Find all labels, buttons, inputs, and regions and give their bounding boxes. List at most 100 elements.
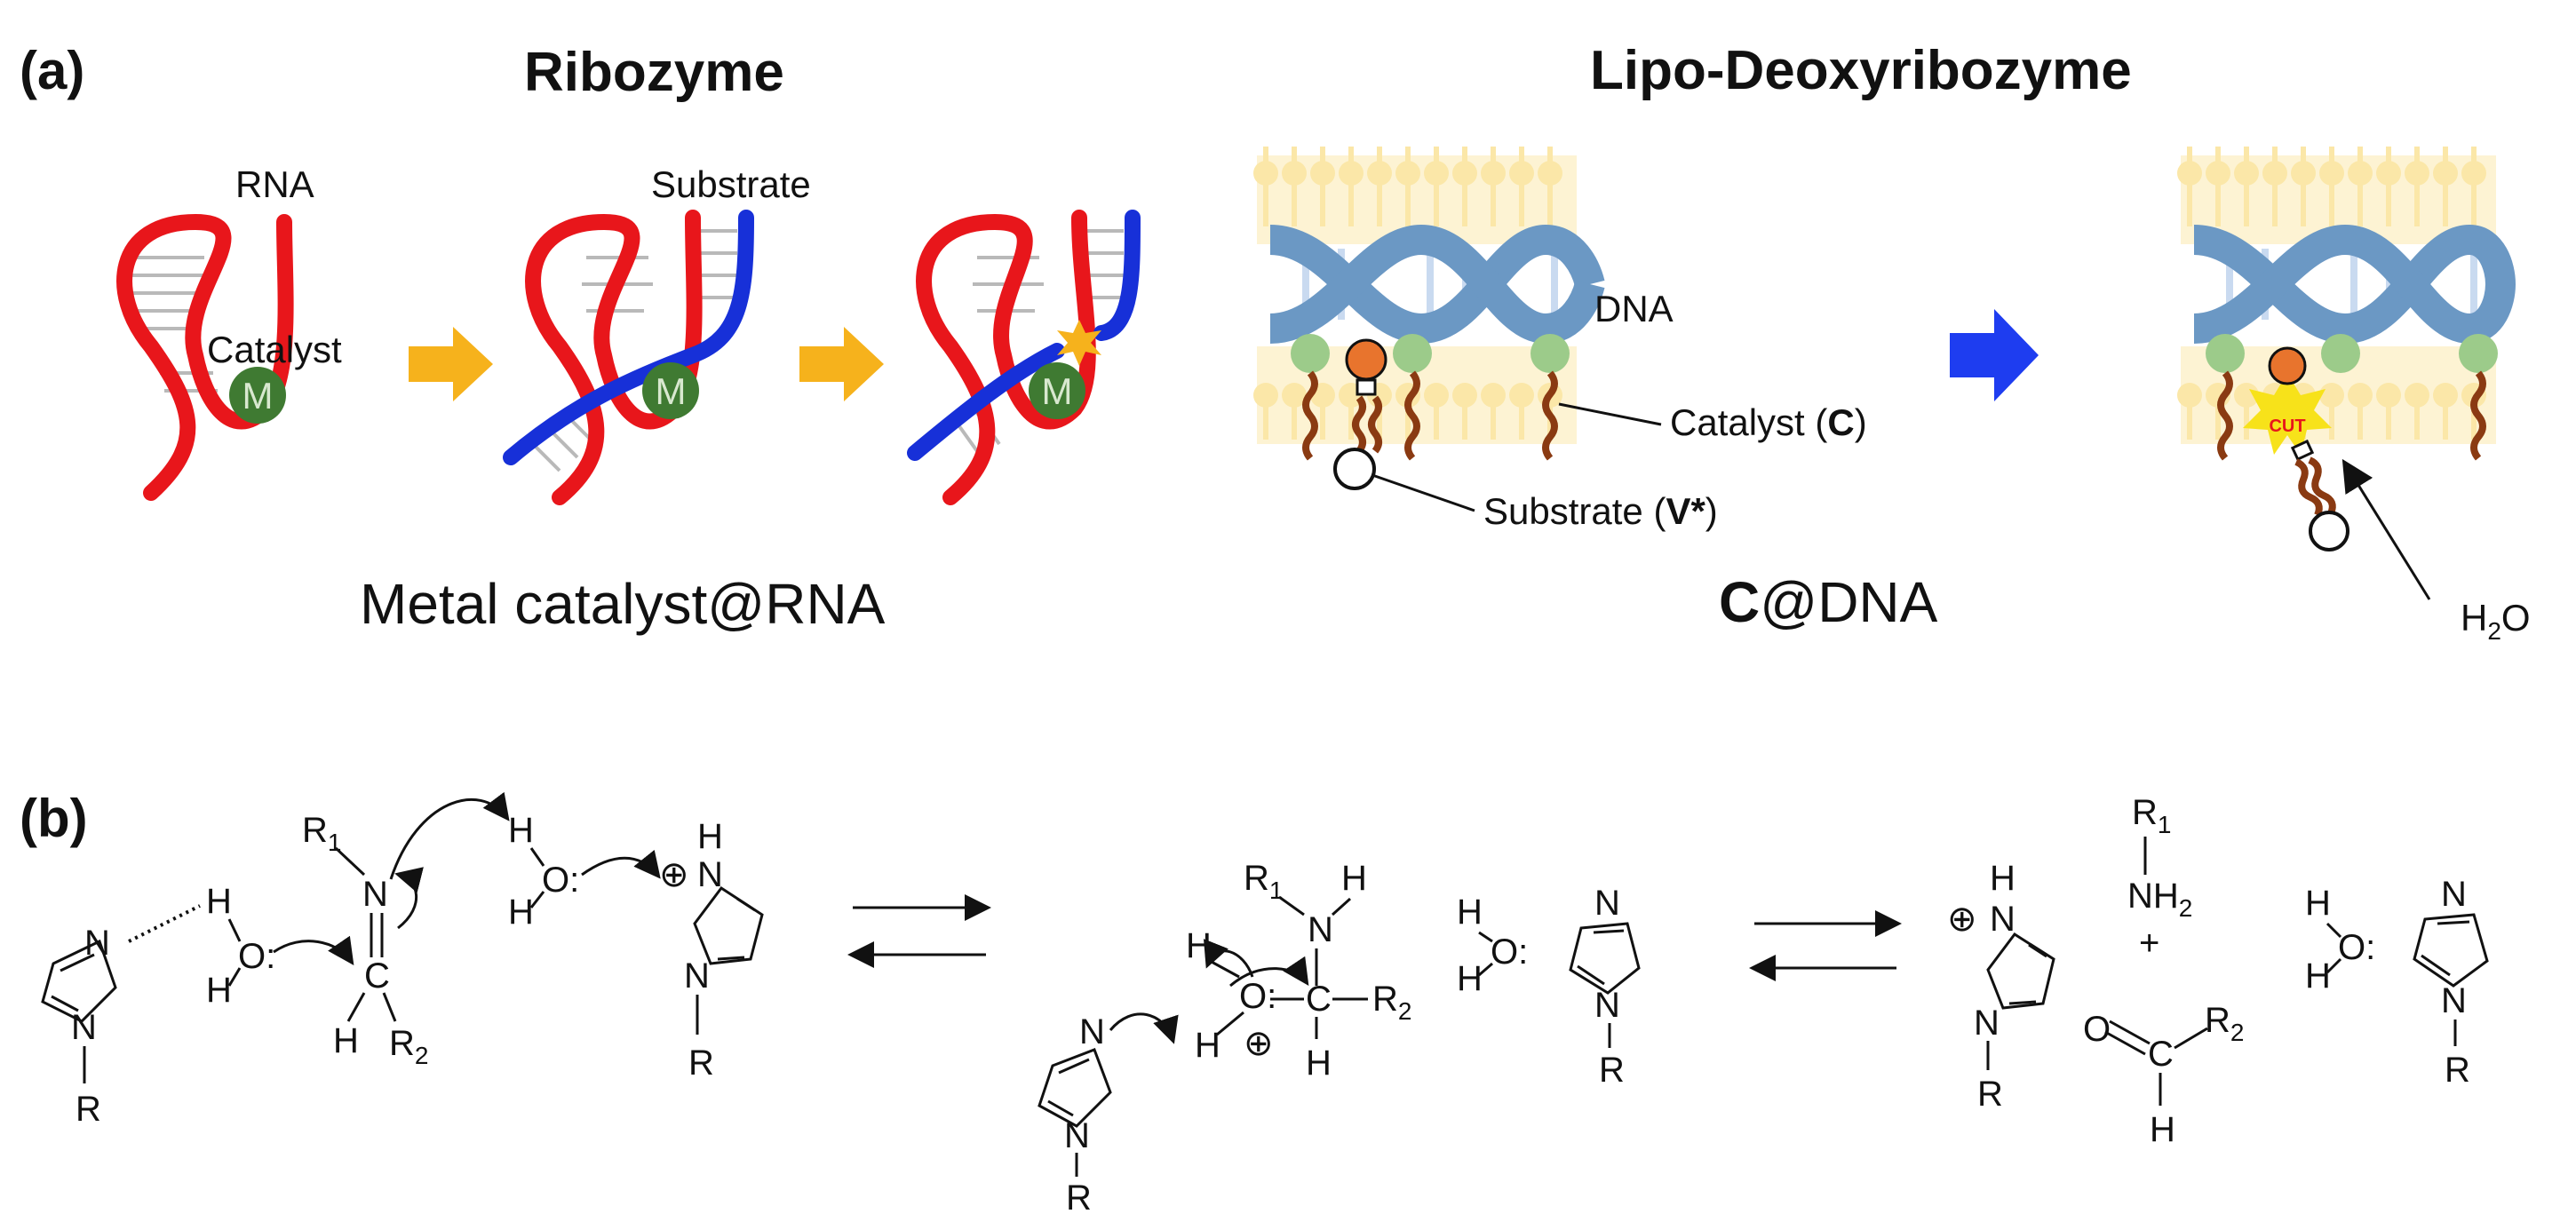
lipid-bilayer-scene-2: CUT [2177, 147, 2516, 600]
dna-label: DNA [1594, 288, 1674, 329]
metal-catalyst-icon [229, 367, 286, 424]
orange-ball-icon [1345, 338, 1387, 381]
atom-h: H [2305, 884, 2331, 923]
ribozyme-title: Ribozyme [524, 42, 784, 103]
plus-charge: ⊕ [1244, 1024, 1274, 1063]
cut-label: CUT [2269, 417, 2305, 436]
linker-box [2290, 439, 2315, 462]
panel-a-label: (a) [20, 41, 84, 100]
atom-h: H [333, 1021, 359, 1060]
tetrahedral-intermediate: R1 H N H O: C R2 H H ⊕ [1186, 859, 1411, 1083]
substrate-strand-product [907, 343, 1065, 461]
atom-n: N [71, 1008, 97, 1047]
lipid-bilayer-scene-1: DNA [1253, 147, 1674, 512]
atom-c: C [364, 956, 390, 996]
aldehyde-product: O C R2 H [2083, 1001, 2244, 1149]
atom-n: N [1974, 1004, 2000, 1043]
plus-charge: ⊕ [659, 855, 689, 894]
atom-r: R [1599, 1051, 1625, 1090]
atom-o: O: [1239, 977, 1276, 1016]
atom-h: H [508, 811, 534, 850]
catalyst-c-label: Catalyst (C) [1670, 401, 1867, 443]
metal-symbol: M [242, 375, 274, 417]
orange-ball-icon [2268, 346, 2307, 385]
linker-box [1356, 378, 1377, 396]
atom-h: H [1990, 859, 2015, 898]
plus-sign: + [2139, 924, 2159, 963]
atom-n: N [362, 875, 388, 914]
ribozyme-caption: Metal catalyst@RNA [360, 572, 886, 636]
ribozyme-stage-1: M RNA Catalyst [116, 163, 342, 501]
water-2: H O: H [508, 811, 661, 932]
imidazolium-1: H N ⊕ N R [659, 817, 764, 1083]
atom-o: O: [238, 937, 275, 976]
arrow-right-icon [1950, 309, 2039, 401]
metal-catalyst-icon [642, 362, 699, 419]
metal-catalyst-icon [1029, 362, 1085, 419]
atom-r2: R2 [1372, 980, 1411, 1025]
atom-n: N [1990, 900, 2015, 939]
atom-o: O: [2338, 928, 2375, 967]
water-4: H O: H [2305, 884, 2375, 996]
dna-duplex [2192, 224, 2516, 345]
atom-h: H [2305, 956, 2331, 996]
arrow-right-icon [799, 327, 884, 401]
imidazole-3: N N R [1569, 884, 1641, 1090]
atom-r1: R1 [2132, 793, 2171, 838]
atom-r: R [1066, 1178, 1092, 1214]
atom-h: H [2150, 1110, 2175, 1149]
rna-label: RNA [235, 163, 314, 205]
imidazole-1: N N R [41, 904, 201, 1129]
catalyst-head [2321, 334, 2360, 373]
atom-r2: R2 [2205, 1001, 2244, 1046]
panel-b-label: (b) [20, 789, 88, 848]
catalyst-label: Catalyst [207, 329, 342, 370]
atom-r: R [2445, 1051, 2470, 1090]
substrate-tail-end-icon [1333, 448, 1376, 490]
atom-n: N [1064, 1116, 1090, 1155]
atom-h: H [1186, 926, 1212, 965]
atom-o: O: [542, 861, 579, 900]
substrate-strand-cleaved [1093, 210, 1141, 341]
ribozyme-stage-2: M Substrate [503, 163, 811, 505]
atom-r2: R2 [389, 1024, 428, 1069]
substrate-label: Substrate [651, 163, 811, 205]
atom-n: N [684, 956, 710, 996]
atom-r: R [1977, 1075, 2003, 1114]
rna-strand [916, 210, 1096, 505]
atom-c: C [2148, 1035, 2174, 1074]
metal-symbol: M [656, 370, 687, 412]
atom-o: O [2083, 1010, 2111, 1049]
water-label: H2O [2461, 597, 2531, 645]
atom-h: H [1341, 859, 1367, 898]
atom-nh2: NH2 [2127, 877, 2192, 922]
dna-duplex [1268, 224, 1605, 345]
cleavage-star-icon [1057, 320, 1101, 366]
water-3: H O: H [1457, 893, 1528, 998]
equilibrium-arrows-2 [1749, 910, 1902, 981]
imidazole-2: N N R [1038, 1012, 1179, 1214]
lipo-deoxyribozyme-title: Lipo-Deoxyribozyme [1590, 40, 2132, 101]
atom-r: R [76, 1090, 101, 1129]
substrate-tail-end-icon [2309, 511, 2349, 551]
atom-r: R [688, 1043, 714, 1083]
amine-product: R1 NH2 + [2127, 793, 2192, 963]
lipid-heads [1253, 147, 1562, 440]
atom-r1: R1 [1244, 859, 1283, 904]
atom-n: N [1308, 910, 1333, 949]
water-hydroxyl-1: H O: H [206, 882, 354, 1010]
catalyst-head [1393, 334, 1432, 373]
atom-n: N [2441, 981, 2467, 1020]
imidazolium-2: H N ⊕ N R [1947, 859, 2055, 1114]
atom-h: H [508, 893, 534, 932]
lipo-caption: C@DNA [1719, 570, 1938, 634]
plus-charge: ⊕ [1947, 900, 1977, 939]
atom-n: N [1594, 884, 1620, 923]
ribozyme-stage-3: M [907, 210, 1141, 505]
atom-c: C [1306, 980, 1332, 1019]
arrow-right-icon [409, 327, 493, 401]
atom-r1: R1 [302, 811, 341, 856]
substrate-v-label: Substrate (V*) [1483, 490, 1718, 532]
catalyst-head [1530, 334, 1570, 373]
